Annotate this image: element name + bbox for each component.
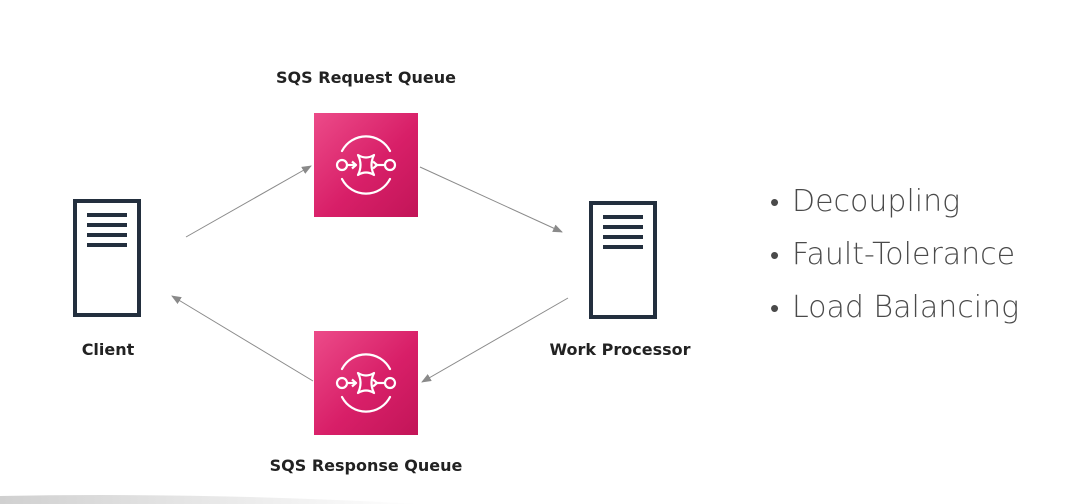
arrow-processor-to-response-queue <box>421 297 569 383</box>
bottom-shadow <box>0 495 420 504</box>
bullet-text: Fault-Tolerance <box>792 237 1016 272</box>
arrow-request-queue-to-processor <box>419 166 563 233</box>
bullet-text: Load Balancing <box>792 290 1020 325</box>
bullet-item: •Decoupling <box>770 184 961 219</box>
request-queue-icon <box>314 113 418 217</box>
arrow-response-queue-to-client <box>171 295 314 382</box>
bullet-item: •Load Balancing <box>770 290 1020 325</box>
bullet-item: •Fault-Tolerance <box>770 237 1016 272</box>
client-server-icon <box>73 199 141 317</box>
processor-label: Work Processor <box>549 340 691 359</box>
sqs-queue-icon <box>335 353 397 413</box>
arrow-client-to-request-queue <box>185 165 312 238</box>
response-queue-label: SQS Response Queue <box>269 456 463 475</box>
client-label: Client <box>81 340 135 359</box>
sqs-queue-icon <box>335 135 397 195</box>
response-queue-icon <box>314 331 418 435</box>
benefits-list: •Decoupling •Fault-Tolerance •Load Balan… <box>770 178 1019 337</box>
processor-server-icon <box>589 201 657 319</box>
bullet-text: Decoupling <box>792 184 961 219</box>
request-queue-label: SQS Request Queue <box>276 68 456 87</box>
